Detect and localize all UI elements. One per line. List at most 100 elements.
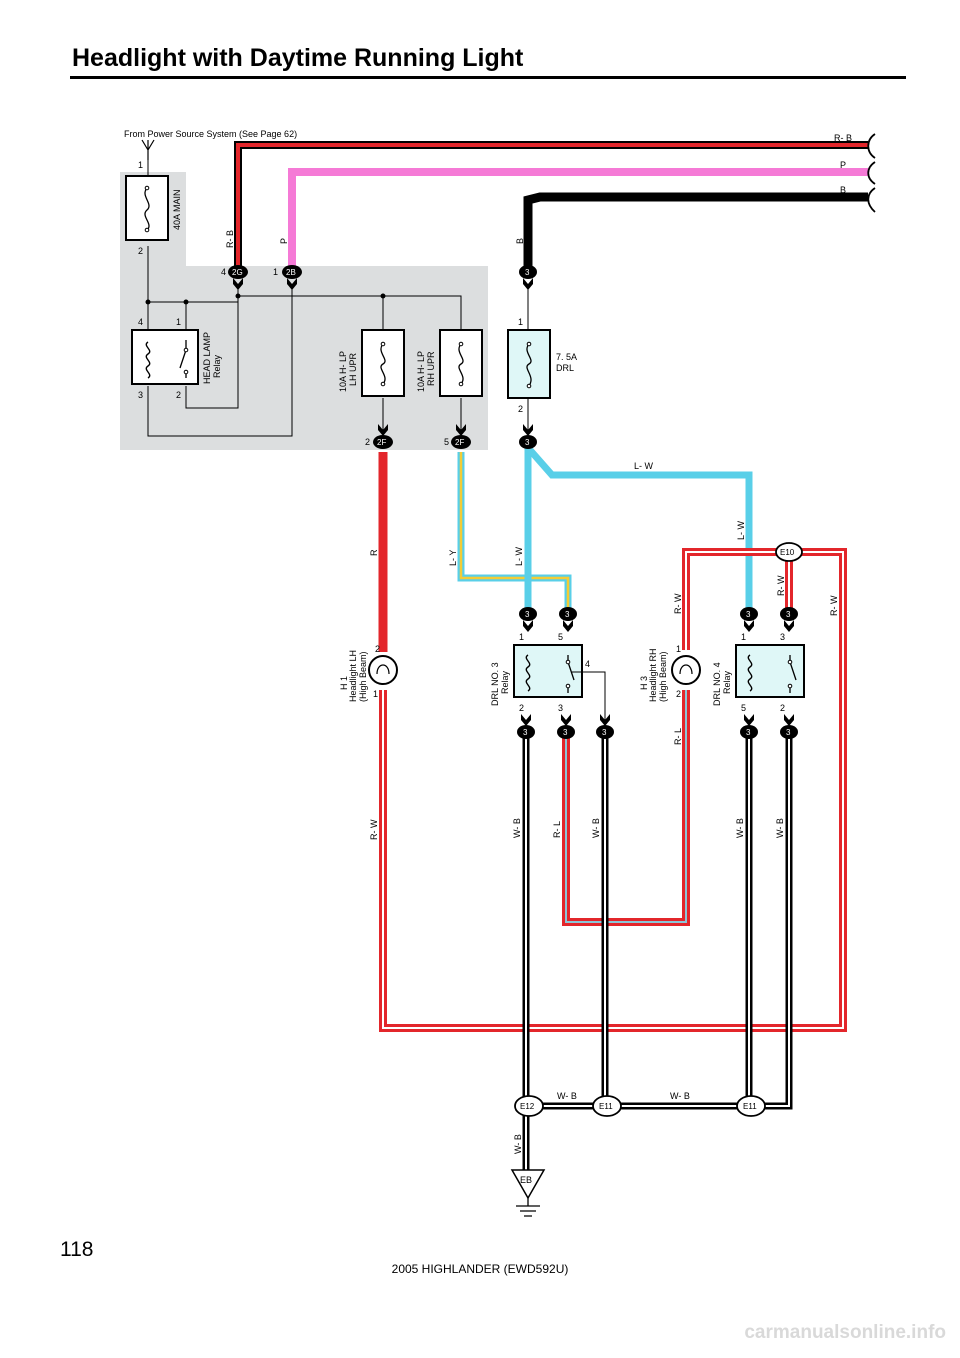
power-source-label: From Power Source System (See Page 62) — [124, 129, 297, 139]
wire-label-rw-right: R- W — [829, 595, 839, 616]
headlight-lh-label-1: Headlight LH — [348, 650, 358, 702]
page-number: 118 — [60, 1238, 94, 1261]
connector-drl3-in-a: 3 — [519, 607, 537, 621]
headlight-lh-label-2: (High Beam) — [358, 651, 368, 702]
wire-label-wb-ground-3: W- B — [513, 1134, 523, 1154]
head-relay-pin-4: 4 — [138, 317, 143, 327]
connector-drl3-out-a: 3 — [517, 725, 535, 739]
fuse-lh-label-2: LH UPR — [348, 352, 358, 386]
drl4-pin-5: 5 — [741, 703, 746, 713]
connector-drl3-in-b: 3 — [559, 607, 577, 621]
drl3-label-2: Relay — [500, 670, 510, 694]
fuse-drl-pin-top: 1 — [518, 317, 523, 327]
main-fuse-pin-bottom: 2 — [138, 246, 143, 256]
head-relay-pin-1: 1 — [176, 317, 181, 327]
headlight-rh-pin-bottom: 2 — [676, 689, 681, 699]
fuse-drl-pin-bottom: 2 — [518, 404, 523, 414]
wire-label-lw-center: L- W — [514, 546, 524, 566]
footer-text: 2005 HIGHLANDER (EWD592U) — [391, 1262, 569, 1276]
wire-l-y — [457, 452, 572, 612]
drl3-pin-2: 2 — [519, 703, 524, 713]
wire-b — [523, 192, 868, 272]
wire-label-wb-ground-2: W- B — [670, 1091, 690, 1101]
headlight-rh-label-1: Headlight RH — [648, 648, 658, 702]
connector-drl4-in-b: 3 — [780, 607, 798, 621]
junction-e12-id: E12 — [520, 1102, 535, 1111]
connector-2f-right: 2F — [451, 435, 471, 449]
wire-label-p-vert: P — [279, 238, 289, 244]
connector-2g-pin: 4 — [221, 267, 226, 277]
connector-drl4-in-b-id: 3 — [786, 610, 791, 619]
wire-label-b-right: B — [840, 185, 846, 195]
wire-r-l — [562, 690, 690, 926]
drl3-pin-1: 1 — [519, 632, 524, 642]
junction-e11-a: E11 — [592, 1095, 622, 1117]
wire-label-rw-mid: R- W — [673, 593, 683, 614]
ground-eb: EB — [510, 1169, 546, 1217]
connector-drl4-in-a-id: 3 — [746, 610, 751, 619]
connector-2g: 2G — [228, 265, 248, 279]
connector-drl4-out-a-id: 3 — [746, 728, 751, 737]
fuse-rh-label-1: 10A H- LP — [416, 351, 426, 392]
wire-label-rl-center: R- L — [552, 821, 562, 838]
connector-3-mid: 3 — [519, 435, 537, 449]
junction-e11-b-id: E11 — [743, 1102, 757, 1111]
fuse-drl-label-1: 7. 5A — [556, 352, 577, 362]
fuse-drl-label-2: DRL — [556, 363, 574, 373]
title-rule — [70, 76, 906, 79]
headlight-lh-pin-bottom: 1 — [373, 689, 378, 699]
wire-label-rw-left: R- W — [369, 819, 379, 840]
wire-r-w-loop — [379, 548, 847, 1032]
fuse-lh-upr — [361, 329, 405, 397]
junction-e11-b: E11 — [736, 1095, 766, 1117]
wire-label-rw-e10: R- W — [776, 575, 786, 596]
connector-2b-pin: 1 — [273, 267, 278, 277]
connector-3-top-id: 3 — [525, 268, 530, 277]
page-title: Headlight with Daytime Running Light — [72, 44, 524, 72]
wire-break-icon — [867, 133, 876, 213]
head-relay-pin-3: 3 — [138, 390, 143, 400]
drl-no3-relay — [513, 644, 606, 728]
headlight-lh — [368, 655, 398, 685]
drl4-pin-2: 2 — [780, 703, 785, 713]
drl3-pin-3: 3 — [558, 703, 563, 713]
connector-drl4-out-b-id: 3 — [786, 728, 791, 737]
connector-drl4-out-a: 3 — [740, 725, 758, 739]
wire-l-w — [524, 442, 753, 612]
drl3-label-1: DRL NO. 3 — [490, 662, 500, 706]
headlight-rh-code: H 3 — [639, 676, 649, 690]
drl4-pin-1: 1 — [741, 632, 746, 642]
head-relay-label-2: Relay — [212, 354, 222, 378]
connector-drl3-out-b-id: 3 — [563, 728, 568, 737]
connector-2f-right-pin: 5 — [444, 437, 449, 447]
wire-r-b — [234, 141, 868, 273]
wire-label-wb-a: W- B — [512, 818, 522, 838]
connector-2f-right-id: 2F — [455, 438, 464, 447]
connector-3-top: 3 — [519, 265, 537, 279]
wire-label-lw-vert-right: L- W — [736, 520, 746, 540]
wire-label-b-vert: B — [515, 238, 525, 244]
wire-label-p-right: P — [840, 160, 846, 170]
drl4-label-1: DRL NO. 4 — [712, 662, 722, 706]
wire-label-rb-vert: R- B — [225, 230, 235, 248]
headlight-lh-pin-top: 2 — [375, 644, 380, 654]
head-relay-pin-2: 2 — [176, 390, 181, 400]
junction-e12: E12 — [514, 1095, 544, 1117]
connector-2b-id: 2B — [286, 268, 296, 277]
connector-2f-left-id: 2F — [377, 438, 386, 447]
watermark: carmanualsonline.info — [744, 1322, 946, 1343]
wire-label-rb-right: R- B — [834, 133, 852, 143]
fuse-drl — [507, 329, 551, 399]
wire-label-wb-d: W- B — [775, 818, 785, 838]
fuse-lh-label-1: 10A H- LP — [338, 351, 348, 392]
connector-drl3-out-c: 3 — [596, 725, 614, 739]
drl3-pin-5: 5 — [558, 632, 563, 642]
connector-drl3-out-c-id: 3 — [602, 728, 607, 737]
junction-e11-a-id: E11 — [599, 1102, 613, 1111]
wire-label-wb-c: W- B — [735, 818, 745, 838]
power-source-arrow-icon — [141, 139, 155, 160]
connector-drl4-in-a: 3 — [740, 607, 758, 621]
main-fuse-label: 40A MAIN — [172, 189, 182, 230]
wire-label-wb-b: W- B — [591, 818, 601, 838]
